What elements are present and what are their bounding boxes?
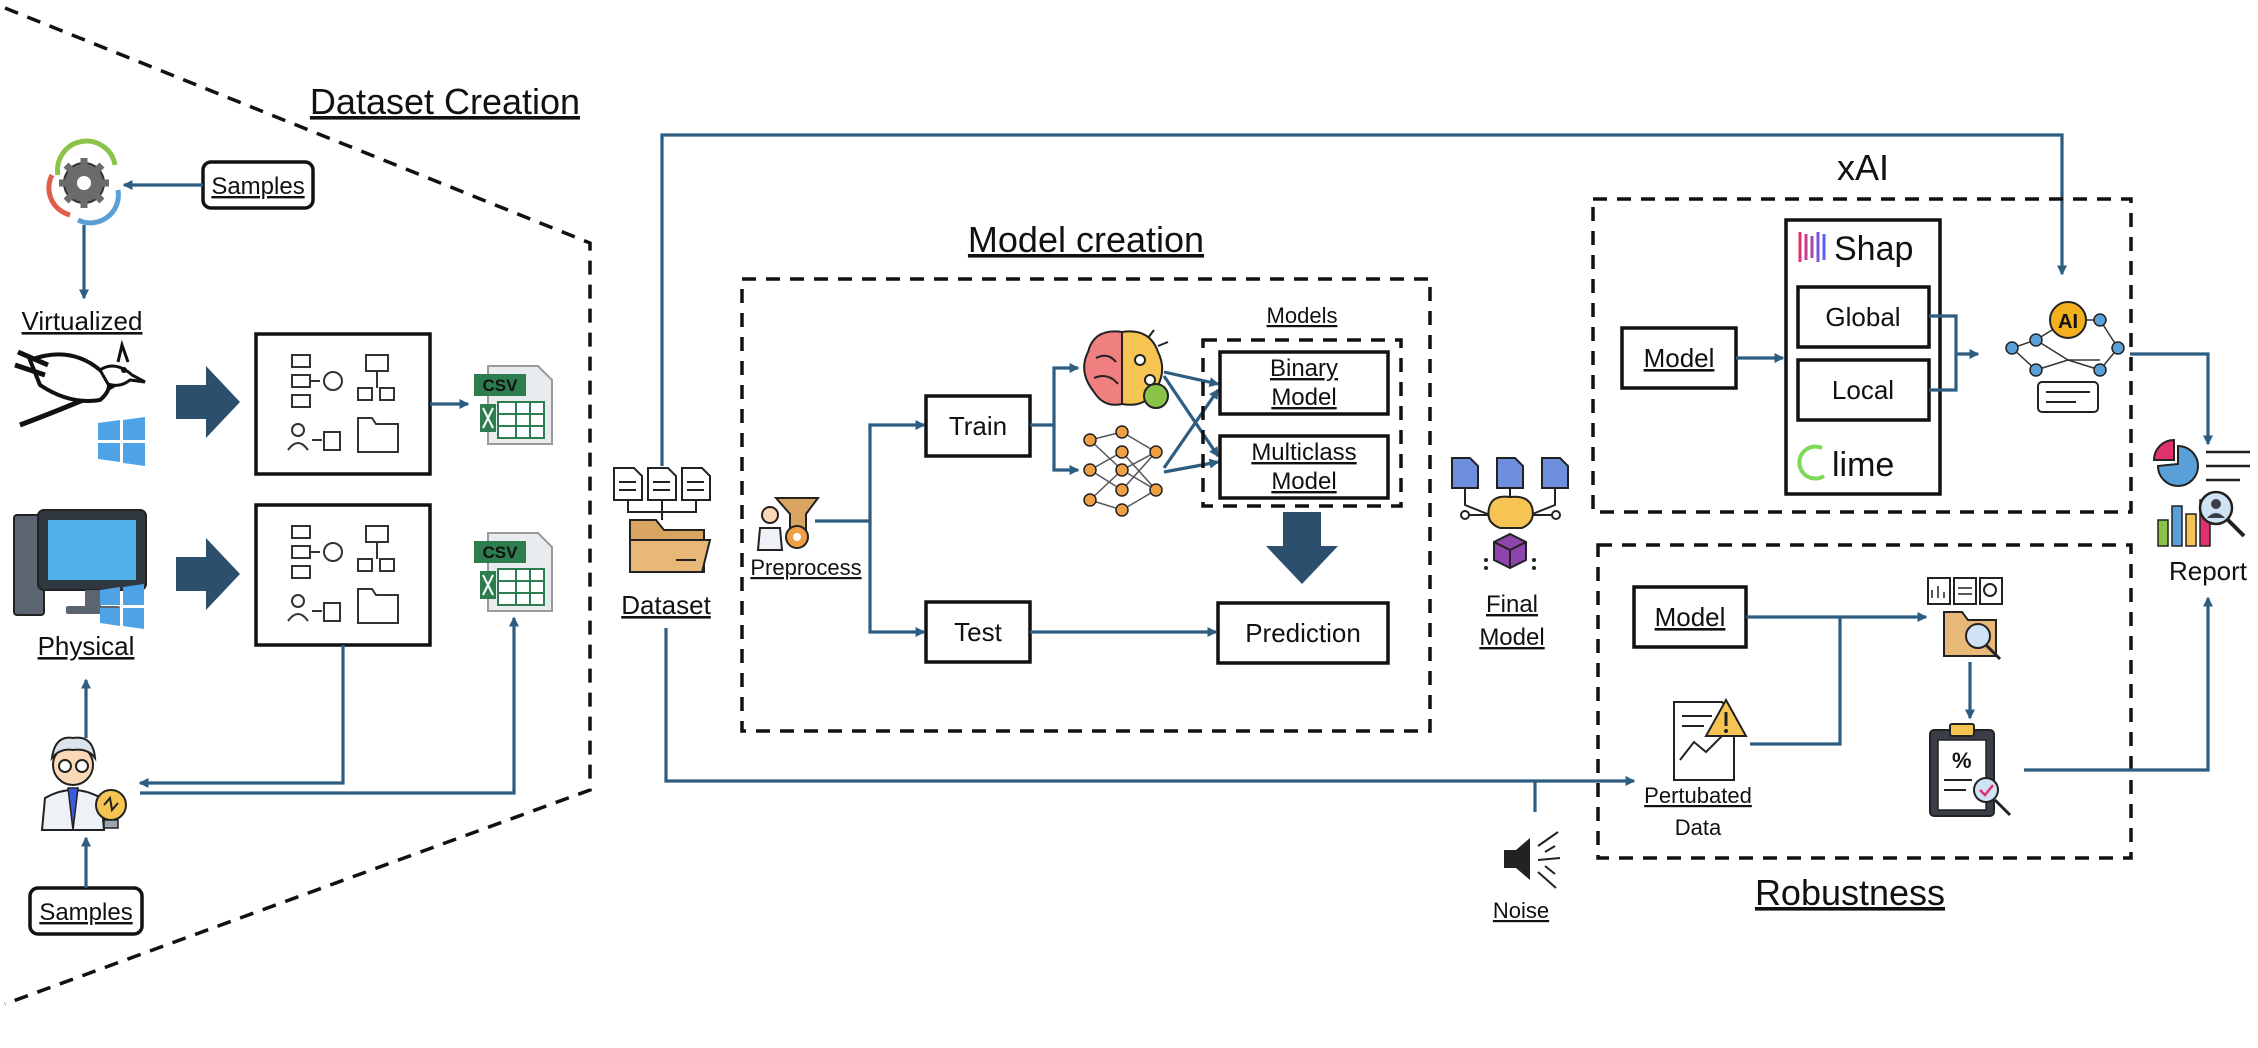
physical-computer-icon — [13, 509, 147, 629]
csv-label-2: CSV — [483, 543, 519, 562]
sandbox-bird-icon — [14, 339, 146, 428]
report-label: Report — [2169, 556, 2248, 586]
shap-logo-icon: Shap — [1798, 230, 1913, 268]
dataset-creation-region — [4, 6, 592, 1006]
arrow-global-to-ai — [1929, 314, 1980, 359]
perturbed-data-line1: Pertubated — [1644, 783, 1752, 808]
robustness-region — [1596, 543, 2133, 860]
arrow-dataset-to-xai — [660, 133, 2067, 466]
dataset-folder-icon — [613, 467, 712, 573]
models-group — [1201, 338, 1403, 508]
arrow-nn-to-multiclass — [1163, 458, 1220, 474]
analysis-folder-icon — [1927, 577, 2003, 661]
binary-model-line2: Model — [1271, 384, 1336, 411]
robustness-model-box — [1632, 585, 1748, 649]
robustness-title: Robustness — [1755, 872, 1945, 913]
neural-network-icon — [1083, 425, 1163, 517]
report-chart-icon — [2152, 438, 2250, 547]
arrow-train-to-nn — [1052, 425, 1080, 475]
multiclass-model-line1: Multiclass — [1251, 439, 1356, 466]
arrow-dataset-to-perturbed — [664, 628, 1636, 786]
xai-title: xAI — [1837, 147, 1889, 188]
clipboard-report-icon: % — [1929, 723, 2012, 817]
big-arrow-physical — [176, 538, 240, 610]
csv-label-1: CSV — [483, 376, 519, 395]
test-box — [924, 600, 1032, 664]
samples-label-top: Samples — [211, 173, 304, 200]
virtualized-label: Virtualized — [22, 306, 143, 336]
automation-cycle-icon — [46, 138, 121, 226]
perturbed-data-line2: Data — [1675, 815, 1722, 840]
researcher-icon — [40, 736, 127, 831]
process-box-virtualized — [254, 332, 432, 476]
final-model-line2: Model — [1479, 624, 1544, 651]
csv-file-icon-1: CSV — [474, 365, 553, 445]
brain-ml-icon — [1083, 329, 1169, 409]
final-model-icon — [1451, 457, 1569, 570]
arrow-physical-box-to-researcher — [138, 645, 345, 788]
dataset-label: Dataset — [621, 590, 711, 620]
xai-model-label: Model — [1644, 343, 1715, 373]
models-caption: Models — [1267, 303, 1338, 328]
process-box-physical — [254, 503, 432, 647]
binary-model-box — [1218, 350, 1390, 416]
xai-region — [1591, 197, 2133, 514]
arrow-researcher-to-csv — [140, 616, 519, 795]
final-model-line1: Final — [1486, 591, 1538, 618]
physical-label: Physical — [38, 631, 135, 661]
multiclass-model-line2: Model — [1271, 468, 1336, 495]
arrow-clipboard-to-report — [2024, 596, 2213, 772]
csv-file-icon-2: CSV — [474, 532, 553, 612]
speaker-noise-icon — [1504, 831, 1561, 889]
arrow-perturbed-to-analysis — [1750, 617, 1842, 746]
arrow-train-to-brain — [1052, 363, 1080, 425]
big-arrow-virtualized — [176, 366, 240, 438]
samples-label-bottom: Samples — [39, 899, 132, 926]
arrow-nn-to-binary — [1162, 388, 1220, 469]
arrow-local-to-ai — [1929, 354, 1958, 392]
lime-logo-icon: lime — [1797, 444, 1894, 484]
preprocess-icon — [756, 497, 820, 551]
arrow-xai-to-report — [2130, 352, 2213, 446]
arrow-preprocess-to-train — [868, 420, 926, 521]
local-label: Local — [1832, 375, 1894, 405]
percent-glyph: % — [1952, 748, 1972, 773]
arrow-brain-to-binary — [1163, 370, 1220, 388]
train-label: Train — [949, 411, 1007, 441]
binary-model-line1: Binary — [1270, 355, 1338, 382]
perturbed-data-icon — [1673, 697, 1748, 781]
dataset-creation-title: Dataset Creation — [310, 81, 580, 122]
arrow-preprocess-to-test — [868, 521, 926, 637]
explainer-panel — [1784, 218, 1942, 496]
arrow-brain-to-multiclass — [1162, 375, 1220, 458]
windows-logo-icon — [98, 417, 145, 466]
xai-model-box — [1620, 326, 1738, 390]
model-creation-region — [740, 277, 1432, 733]
multiclass-model-box — [1218, 434, 1390, 500]
model-creation-title: Model creation — [968, 219, 1204, 260]
big-arrow-to-prediction — [1266, 512, 1338, 584]
ai-badge-text: AI — [2058, 311, 2078, 333]
test-label: Test — [954, 617, 1002, 647]
global-label: Global — [1825, 302, 1900, 332]
robustness-model-label: Model — [1655, 602, 1726, 632]
prediction-box — [1216, 601, 1390, 665]
noise-label: Noise — [1493, 898, 1549, 923]
ai-explainer-icon: AI — [2005, 301, 2125, 413]
preprocess-label: Preprocess — [750, 555, 861, 580]
shap-logo-text: Shap — [1834, 230, 1913, 268]
prediction-label: Prediction — [1245, 618, 1361, 648]
lime-logo-text: lime — [1832, 446, 1894, 484]
